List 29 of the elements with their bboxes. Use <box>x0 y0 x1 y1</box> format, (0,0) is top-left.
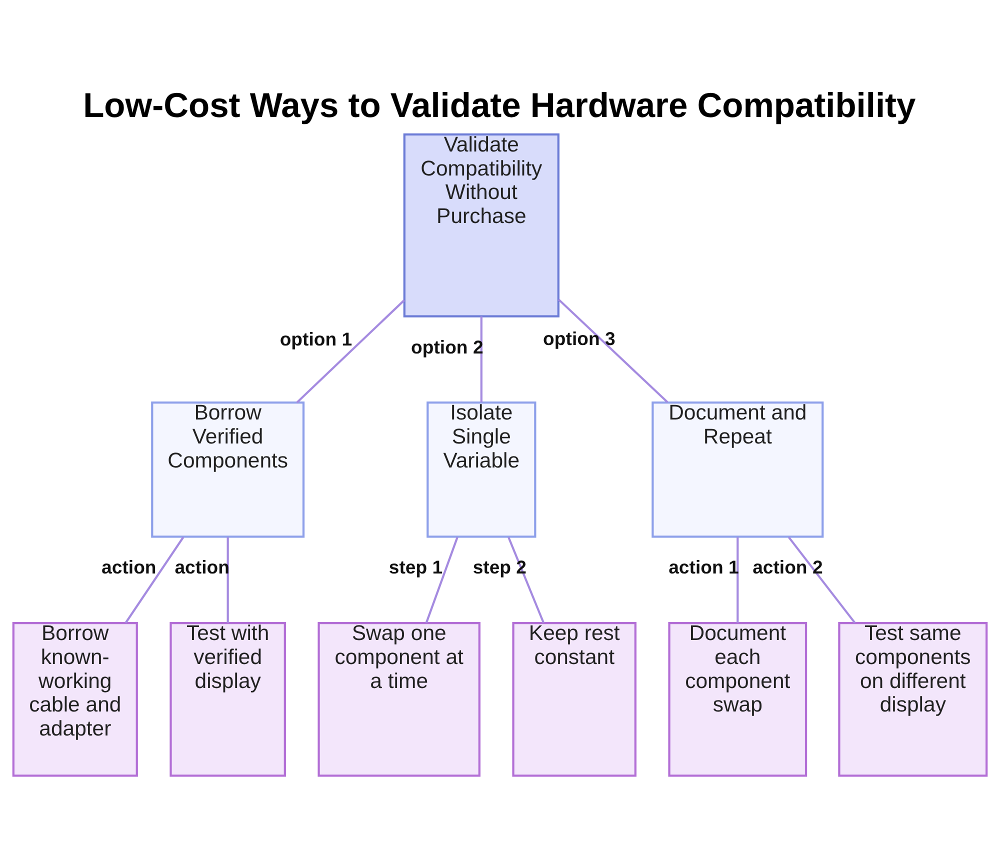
edge-label: option 3 <box>543 327 616 348</box>
node-box: Isolate Single Variable <box>426 401 536 538</box>
connector <box>124 536 184 623</box>
node-box: Validate Compatibility Without Purchase <box>403 132 560 317</box>
node-box: Borrow known-working cable and adapter <box>12 621 138 776</box>
connector <box>736 536 739 622</box>
diagram-title: Low-Cost Ways to Validate Hardware Compatibility <box>83 86 916 124</box>
connector <box>788 536 856 624</box>
edge-label: step 1 <box>388 556 443 577</box>
node-box: Keep rest constant <box>512 621 636 776</box>
edge-label: option 2 <box>411 336 484 358</box>
connector <box>508 536 545 623</box>
node-box: Document each component swap <box>668 621 808 776</box>
edge-label: action 1 <box>668 556 739 577</box>
edge-label: action 2 <box>752 556 823 577</box>
connector <box>558 298 668 403</box>
node-box: Test with verified display <box>170 621 286 776</box>
connector <box>425 536 458 623</box>
node-box: Document and Repeat <box>652 401 824 538</box>
edge-label: option 1 <box>280 328 352 349</box>
edge-label: step 2 <box>472 556 527 577</box>
connector <box>296 298 406 403</box>
connector <box>226 536 229 622</box>
node-box: Test same components on different display <box>838 621 988 776</box>
node-box: Borrow Verified Components <box>151 401 305 538</box>
edge-label: action <box>174 556 230 577</box>
edge-label: action <box>102 556 156 577</box>
connector <box>480 316 482 402</box>
node-box: Swap one component at a time <box>318 621 480 776</box>
